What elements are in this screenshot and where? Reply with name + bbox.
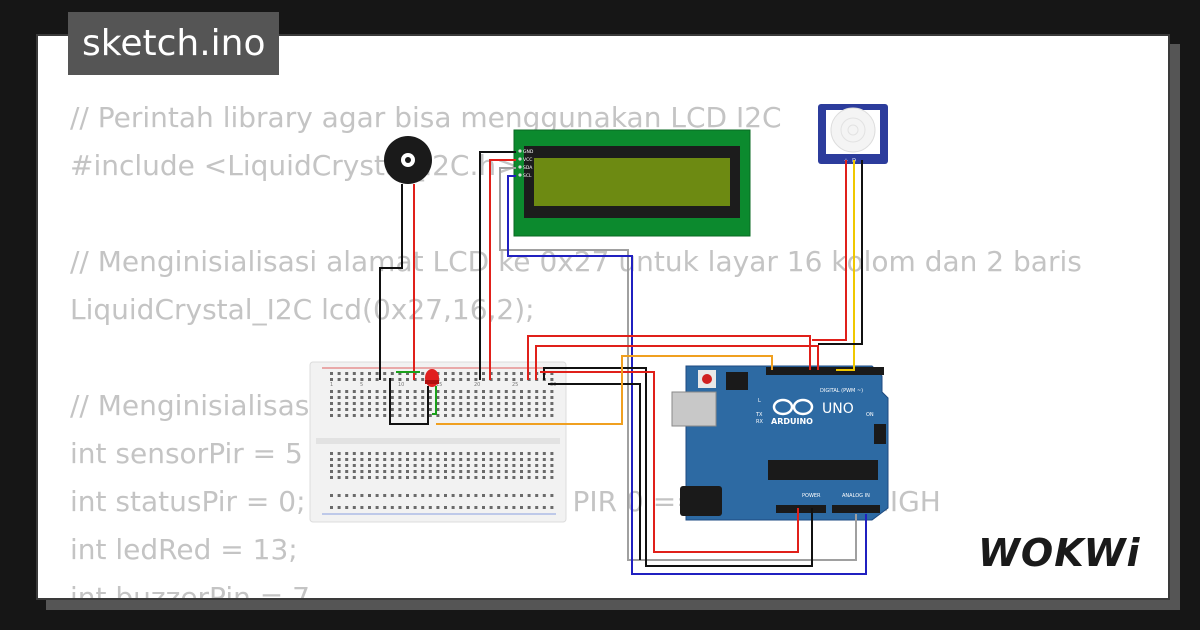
code-line: LiquidCrystal_I2C lcd(0x27,16,2);: [70, 293, 535, 326]
power-header-label: POWER: [802, 493, 821, 499]
wires: [379, 151, 867, 575]
analog-pin-header: [832, 505, 880, 513]
code-line: int ledRed = 13;: [70, 533, 298, 566]
code-background: // Perintah library agar bisa menggunaka…: [70, 94, 1132, 600]
code-line: int sensorPir = 5: [70, 437, 303, 470]
wire-led-signal: [436, 355, 773, 425]
buzzer[interactable]: [384, 136, 432, 184]
wire-lcd-sda: [499, 167, 857, 561]
lcd-pin-label: SDA: [523, 165, 533, 171]
sketch-frame: // Perintah library agar bisa menggunaka…: [36, 34, 1170, 600]
lcd-pin-label: SCL: [523, 173, 532, 179]
svg-text:ARDUINO: ARDUINO: [771, 417, 813, 426]
code-line: #include <LiquidCrystal_I2C.h>: [70, 149, 520, 182]
pir-dome: [830, 107, 876, 153]
wire-led-gnd: [389, 378, 429, 425]
digital-header: [766, 367, 884, 375]
breadboard-column-number: 25: [512, 382, 518, 388]
power-jack: [680, 486, 722, 516]
wire-pir-signal: [836, 160, 855, 371]
code-line: // Menginisialisasi: [70, 389, 318, 422]
svg-text:WOKWi: WOKWi: [978, 531, 1141, 575]
atmega-chip: [768, 460, 878, 480]
code-line: // Perintah library agar bisa menggunaka…: [70, 101, 782, 134]
wire-rail-5v: [527, 335, 811, 380]
analog-header-label: ANALOG IN: [842, 493, 870, 499]
tx-label: TX: [755, 412, 763, 418]
wire-pir-vcc: [812, 160, 847, 341]
on-label: ON: [866, 412, 874, 418]
wire-buzzer-gnd: [379, 184, 403, 380]
file-tab[interactable]: sketch.ino: [68, 12, 280, 75]
usb-port: [671, 391, 717, 427]
breadboard-column-number: 20: [474, 382, 480, 388]
wire-lcd-scl: [507, 175, 867, 575]
wokwi-logo: WOKWi: [978, 531, 1141, 575]
pir-sensor[interactable]: +D-: [818, 104, 888, 164]
rx-label: RX: [756, 419, 763, 425]
lcd-pin-label: VCC: [523, 157, 532, 163]
breadboard-column-number: 15: [436, 382, 442, 388]
wire-lcd-vcc: [489, 159, 516, 380]
wire-rail-gnd: [543, 367, 813, 567]
lcd-pin-label: GND: [523, 149, 534, 155]
reset-button[interactable]: [702, 374, 712, 384]
breadboard-column-number: 10: [398, 382, 404, 388]
wire-pir-gnd: [818, 160, 863, 345]
lcd-display[interactable]: GND VCC SDA SCL: [513, 129, 751, 237]
digital-header-label: DIGITAL (PWM ~): [820, 388, 863, 394]
breadboard-column-number: 5: [360, 382, 363, 388]
red-led[interactable]: [425, 369, 439, 387]
power-pin-header: [776, 505, 826, 513]
lcd-pin-labels: GND VCC SDA SCL: [518, 149, 534, 179]
arduino-uno[interactable]: ARDUINO UNO DIGITAL (PWM ~) POWER ANALOG…: [671, 365, 889, 521]
breadboard-column-number: 1: [330, 382, 333, 388]
lcd-screen: [534, 158, 730, 206]
wire-lcd-gnd: [479, 151, 516, 380]
l-label: L: [758, 398, 761, 404]
svg-text:UNO: UNO: [822, 401, 854, 417]
code-line: int buzzerPin = 7: [70, 581, 310, 600]
arduino-logo: ARDUINO UNO: [771, 398, 854, 426]
